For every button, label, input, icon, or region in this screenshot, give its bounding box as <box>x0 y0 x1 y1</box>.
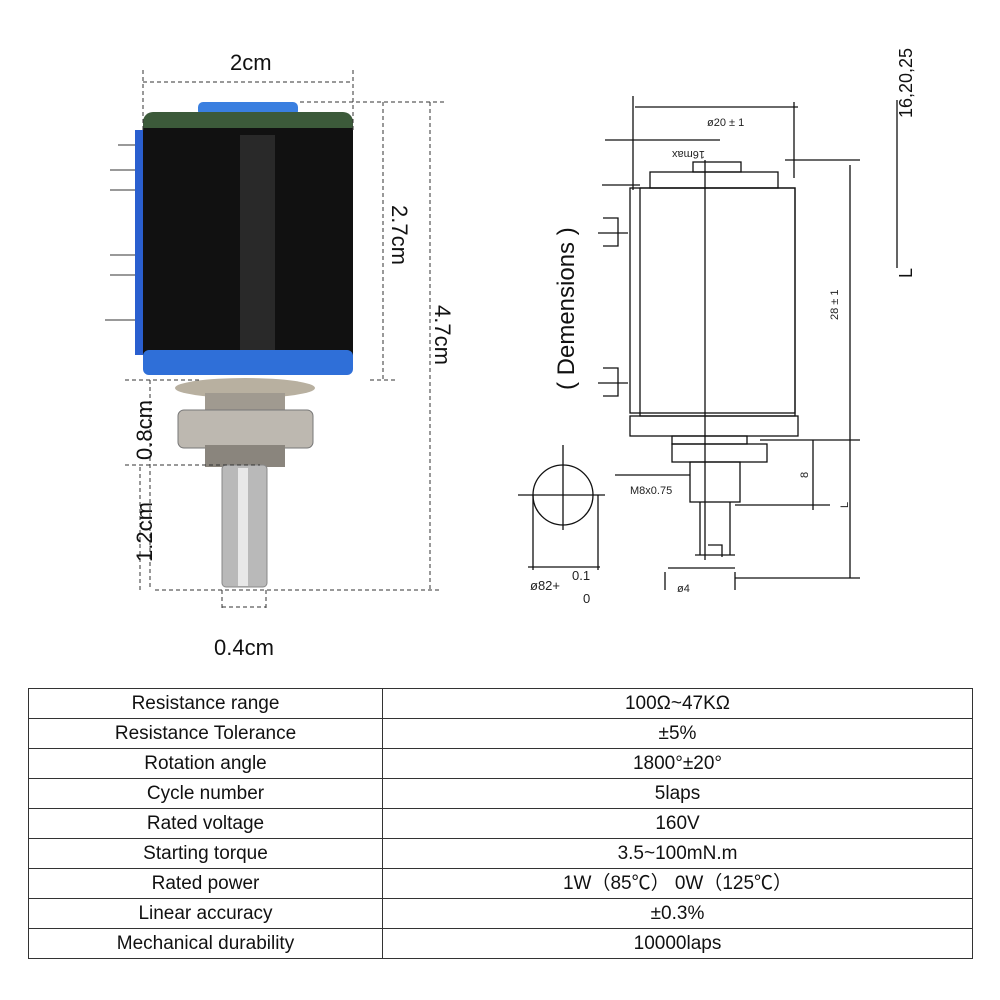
spec-value: 5laps <box>382 778 973 809</box>
potentiometer-photo <box>105 102 353 588</box>
spec-label: Rated power <box>28 868 383 899</box>
shaft-dia-dim-label: 0.4cm <box>214 635 274 660</box>
spec-value: 100Ω~47KΩ <box>382 688 973 719</box>
body-height-dim-label: 2.7cm <box>387 205 412 265</box>
spec-value: 3.5~100mN.m <box>382 838 973 869</box>
bushing-label: 8 <box>799 472 811 478</box>
diameter-label: ø20 ± 1 <box>707 117 744 129</box>
spec-value: ±0.3% <box>382 898 973 929</box>
spec-label: Linear accuracy <box>28 898 383 929</box>
technical-drawing <box>518 96 898 590</box>
length-label: 28 ± 1 <box>829 289 841 320</box>
width-dim-label: 2cm <box>230 50 272 75</box>
l-values-label: 16,20,25 <box>896 48 916 118</box>
shaft-dim-label: 1.2cm <box>132 502 157 562</box>
spec-label: Resistance range <box>28 688 383 719</box>
l-label: L <box>839 502 851 508</box>
hole-tol-top: 0.1 <box>572 568 590 583</box>
l-legend-label: L <box>896 268 916 278</box>
spec-value: 1800°±20° <box>382 748 973 779</box>
spec-label: Resistance Tolerance <box>28 718 383 749</box>
spec-value: ±5% <box>382 718 973 749</box>
spec-value: 160V <box>382 808 973 839</box>
spec-label: Cycle number <box>28 778 383 809</box>
spec-value: 1W（85℃） 0W（125℃） <box>382 868 973 899</box>
spec-label: Rotation angle <box>28 748 383 779</box>
spec-label: Rated voltage <box>28 808 383 839</box>
spec-label: Mechanical durability <box>28 928 383 959</box>
drawing-title: ( Demensions ) <box>553 227 580 390</box>
hole-dia-label: ø82+ <box>530 578 560 593</box>
hole-tol-bottom: 0 <box>583 591 590 606</box>
shaft-dia-label: ø4 <box>677 583 690 595</box>
spec-row: Linear accuracy±0.3% <box>28 898 973 929</box>
spec-label: Starting torque <box>28 838 383 869</box>
dimension-figure: 2cm 2.7cm 4.7cm 0.8cm 1.2cm 0.4cm ( Deme… <box>105 48 916 660</box>
spec-value: 10000laps <box>382 928 973 959</box>
total-height-dim-label: 4.7cm <box>430 305 455 365</box>
max-label: 16max <box>671 148 705 160</box>
thread-label: M8x0.75 <box>630 485 672 497</box>
spec-row: Resistance Tolerance±5% <box>28 718 973 749</box>
bushing-dim-label: 0.8cm <box>132 400 157 460</box>
